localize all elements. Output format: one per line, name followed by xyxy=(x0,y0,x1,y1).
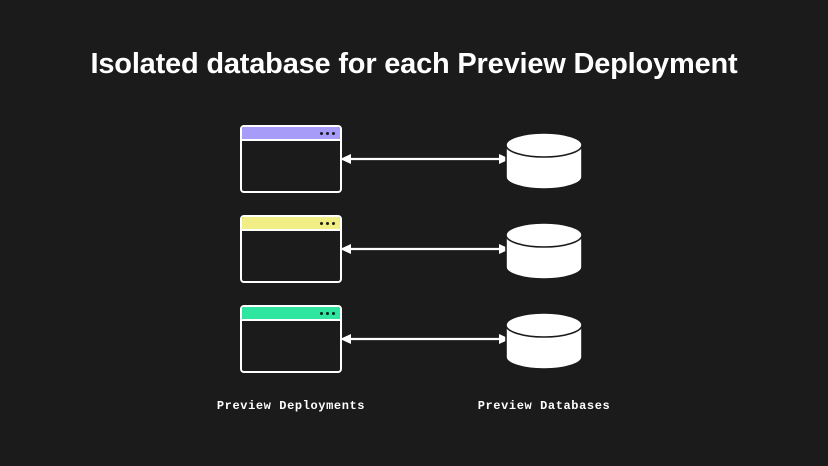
window-body xyxy=(242,321,340,369)
database-cylinder-icon xyxy=(505,222,583,280)
window-control-dot-icon xyxy=(326,221,329,225)
window-control-dot-icon xyxy=(326,131,329,135)
double-arrow-icon xyxy=(340,241,510,257)
diagram-row xyxy=(0,215,828,295)
window-control-dot-icon xyxy=(320,311,323,315)
window-titlebar xyxy=(242,217,340,231)
double-arrow-icon xyxy=(340,151,510,167)
caption-preview-databases: Preview Databases xyxy=(477,399,611,413)
window-titlebar xyxy=(242,127,340,141)
window-control-dot-icon xyxy=(332,311,335,315)
database-cylinder-icon xyxy=(505,132,583,190)
window-control-dot-icon xyxy=(332,221,335,225)
window-controls xyxy=(320,221,335,225)
browser-window-icon xyxy=(240,125,342,193)
window-controls xyxy=(320,131,335,135)
window-control-dot-icon xyxy=(320,221,323,225)
database-cylinder-icon xyxy=(505,312,583,370)
window-control-dot-icon xyxy=(326,311,329,315)
diagram-row xyxy=(0,125,828,205)
window-control-dot-icon xyxy=(332,131,335,135)
caption-preview-deployments: Preview Deployments xyxy=(216,399,366,413)
double-arrow-icon xyxy=(340,331,510,347)
window-body xyxy=(242,231,340,279)
page-title: Isolated database for each Preview Deplo… xyxy=(90,48,738,80)
browser-window-icon xyxy=(240,305,342,373)
window-titlebar xyxy=(242,307,340,321)
window-body xyxy=(242,141,340,189)
diagram-row xyxy=(0,305,828,385)
browser-window-icon xyxy=(240,215,342,283)
window-controls xyxy=(320,311,335,315)
window-control-dot-icon xyxy=(320,131,323,135)
